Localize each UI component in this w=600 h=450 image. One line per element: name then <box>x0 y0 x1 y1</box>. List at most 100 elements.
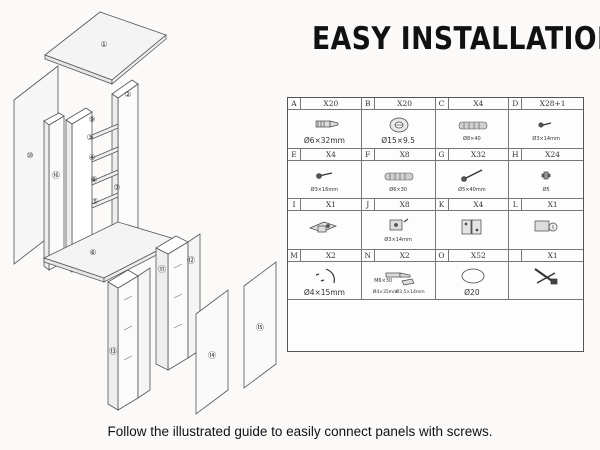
part-header: I X1 <box>288 199 361 212</box>
part-letter: O <box>436 249 449 261</box>
part-letter: I <box>288 199 301 211</box>
part-letter: G <box>436 148 449 160</box>
panel-number: ⑤ <box>91 197 98 206</box>
part-header: F X8 <box>361 148 435 161</box>
panel-number: ⑬ <box>109 347 117 356</box>
panel-number: ⑪ <box>158 265 166 274</box>
panel-number: ⑦ <box>113 183 120 192</box>
part-quantity: X2 <box>399 250 410 260</box>
part-letter: A <box>288 98 301 109</box>
part-quantity: X28+1 <box>539 99 566 108</box>
tools-icon <box>534 267 558 285</box>
part-letter <box>509 249 523 261</box>
part-size-label: Ø8×40 <box>463 136 481 142</box>
panel-number: ⑭ <box>208 351 216 360</box>
part-quantity: X1 <box>325 200 336 210</box>
part-size-label: Ø5 <box>542 186 550 193</box>
part-cell: X1 <box>509 249 583 301</box>
part-quantity: X8 <box>399 200 410 210</box>
part-header: M X2 <box>288 249 361 262</box>
part-header: E X4 <box>288 148 361 161</box>
panel-number: ⑧ <box>90 175 97 184</box>
part-letter: L <box>509 199 523 211</box>
part-size-label: Ø4×15mm <box>303 287 345 297</box>
part-cell: L X1 <box>509 199 583 250</box>
part-quantity: X4 <box>473 99 484 108</box>
hinge-icon <box>461 219 481 235</box>
part-header: L X1 <box>509 199 583 212</box>
part-header: X1 <box>509 249 583 262</box>
part-letter: F <box>362 148 375 160</box>
part-size-label: Ø4×35mm <box>372 289 398 295</box>
part-quantity: X32 <box>470 149 486 159</box>
part-size-label: Ø3×14mm <box>384 237 412 244</box>
small-screw-icon <box>538 122 552 128</box>
part-size-label: Ø5×40mm <box>458 186 486 193</box>
cam-lock-icon <box>389 117 409 133</box>
panel-number: ① <box>100 40 107 49</box>
part-quantity: X24 <box>545 149 561 159</box>
part-size-label: Ø15×9.5 <box>381 136 415 145</box>
part-size-label: Ø3×14mm <box>532 136 560 142</box>
part-letter: B <box>362 98 375 109</box>
panel-number: ⑫ <box>187 256 195 265</box>
bracket-screw-icon <box>389 218 409 231</box>
left-side-panel <box>48 115 65 271</box>
part-header: N X2 <box>361 249 435 262</box>
panel-number: ② <box>124 90 131 99</box>
part-letter: K <box>436 199 449 211</box>
panel-number: ⑮ <box>256 323 264 332</box>
wooden-dowel-icon <box>458 121 487 130</box>
panel-number: ⑨ <box>88 115 95 124</box>
part-quantity: X8 <box>399 149 410 159</box>
part-letter: D <box>509 98 523 109</box>
panel-number: ④ <box>88 153 95 162</box>
door-left <box>195 289 229 415</box>
anchor-kit-icon <box>385 272 415 286</box>
part-header: D X28+1 <box>509 98 583 110</box>
part-quantity: X52 <box>470 250 486 260</box>
part-quantity: X4 <box>325 149 336 159</box>
part-letter: M <box>288 249 301 261</box>
part-letter: E <box>288 148 301 160</box>
part-quantity: X4 <box>473 200 484 210</box>
lower-middle-unit <box>167 241 189 371</box>
part-size-label: Ø6×32mm <box>303 136 345 145</box>
part-letter: N <box>362 249 375 261</box>
assembly-diagram: ① ② ③ ④ ⑤ ⑥ ⑦ ⑧ ⑨ ⑩ ⑪ ⑫ ⑬ ⑭ ⑮ ⑯ <box>13 11 277 415</box>
panel-number: ③ <box>86 133 93 142</box>
part-size-label: Ø3.5×14mm <box>395 289 425 295</box>
part-size-label: M6×30 <box>374 277 393 284</box>
panel-number: ⑩ <box>26 151 33 160</box>
part-cell: K X4 <box>435 199 510 250</box>
part-quantity: X2 <box>325 250 336 260</box>
part-quantity: X1 <box>547 250 558 260</box>
part-size-label: Ø3×16mm <box>310 186 339 193</box>
long-screw-icon <box>460 168 482 182</box>
hinge-plate-icon <box>309 221 337 233</box>
part-size-label: Ø6×30 <box>389 186 407 193</box>
part-header: G X32 <box>435 148 509 161</box>
lower-left-unit <box>117 275 139 411</box>
lock-icon <box>534 220 558 232</box>
part-quantity: X1 <box>547 200 558 210</box>
part-cell: I X1 <box>288 199 362 250</box>
part-header: O X52 <box>435 249 509 262</box>
page-title: EASY INSTALLATION <box>312 21 600 57</box>
part-letter: J <box>362 199 375 211</box>
